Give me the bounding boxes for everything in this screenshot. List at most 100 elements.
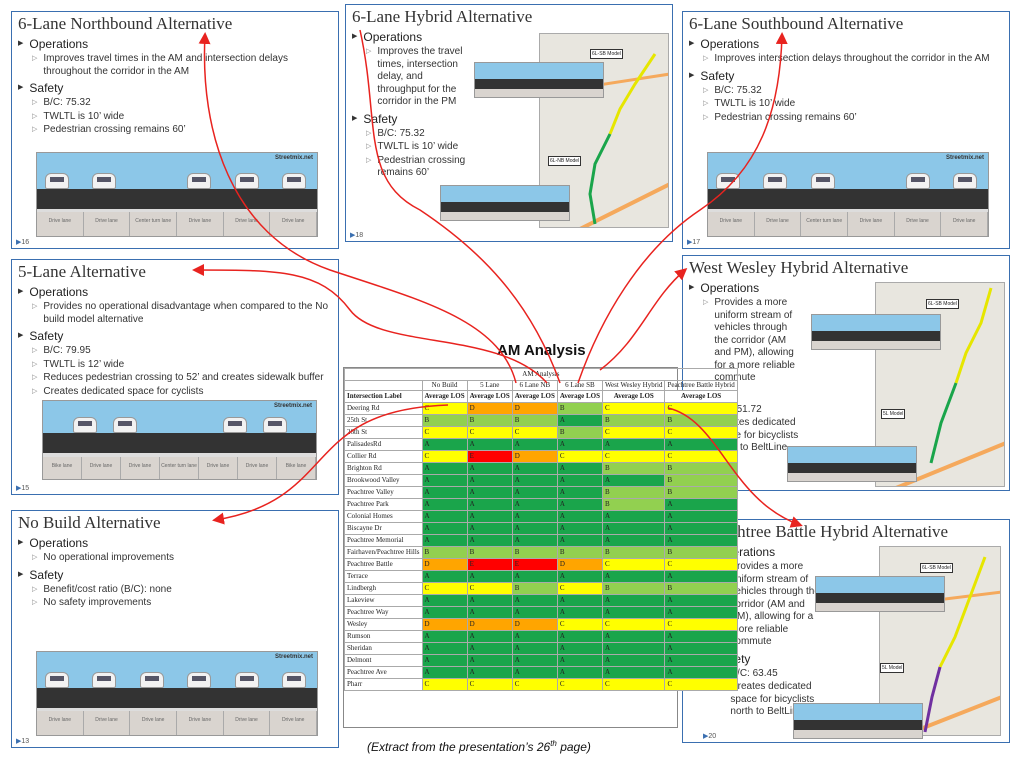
los-cell: C: [602, 558, 666, 571]
los-cell: A: [602, 522, 666, 535]
los-cell: A: [421, 438, 468, 451]
los-cell: A: [421, 510, 468, 523]
los-cell: A: [511, 666, 558, 679]
column-header: No Build: [421, 380, 468, 391]
car-icon: [235, 672, 259, 688]
los-cell: A: [511, 606, 558, 619]
lane-label: Drive lane: [895, 212, 942, 236]
los-cell: A: [602, 654, 666, 667]
los-cell: A: [664, 438, 738, 451]
lane-label: Drive lane: [238, 457, 277, 479]
safety-heading: Safety: [689, 69, 1009, 84]
los-cell: B: [664, 414, 738, 427]
los-cell: C: [421, 678, 468, 691]
street-cross-section: [793, 703, 923, 739]
slide-6lane-northbound: 6-Lane Northbound Alternative Operations…: [11, 11, 339, 249]
operations-item: Improves travel times in the AM and inte…: [32, 53, 338, 78]
los-cell: C: [556, 450, 604, 463]
operations-heading: Operations: [689, 281, 803, 296]
los-cell: A: [602, 474, 666, 487]
los-cell: A: [556, 414, 604, 427]
car-icon: [763, 173, 787, 189]
los-cell: A: [664, 522, 738, 535]
los-cell: E: [466, 450, 513, 463]
street-cross-section: [474, 62, 604, 98]
los-cell: A: [602, 534, 666, 547]
safety-item: TWLTL is 10’ wide: [366, 141, 466, 154]
los-cell: B: [664, 474, 738, 487]
column-header: 5 Lane: [466, 380, 513, 391]
los-cell: A: [511, 594, 558, 607]
intersection-name: Brookwood Valley: [344, 474, 423, 487]
slide-no-build: No Build Alternative Operations No opera…: [11, 510, 339, 748]
car-icon: [92, 173, 116, 189]
map-label: 5L Model: [881, 409, 906, 419]
los-cell: A: [602, 594, 666, 607]
lane-label: Center turn lane: [130, 212, 178, 236]
los-cell: A: [556, 594, 604, 607]
analysis-title: AM Analysis: [497, 342, 586, 359]
operations-item: Provides a more uniform stream of vehicl…: [719, 561, 824, 649]
lane-label: Drive lane: [84, 711, 131, 735]
los-cell: C: [556, 582, 604, 595]
los-cell: A: [602, 630, 666, 643]
safety-heading: Safety: [18, 329, 338, 344]
los-cell: C: [664, 618, 738, 631]
los-cell: D: [421, 618, 468, 631]
lane-label: Drive lane: [941, 212, 988, 236]
car-icon: [187, 173, 211, 189]
roadway: [812, 331, 940, 341]
car-icon: [73, 417, 97, 433]
los-cell: A: [511, 498, 558, 511]
car-icon: [92, 672, 116, 688]
los-cell: B: [602, 582, 666, 595]
intersection-name: Sheridan: [344, 642, 423, 655]
los-cell: A: [602, 642, 666, 655]
sub-header: Average LOS: [421, 390, 468, 403]
curb: [43, 453, 316, 459]
los-cell: C: [511, 426, 558, 439]
los-cell: A: [511, 474, 558, 487]
los-cell: A: [466, 462, 513, 475]
intersection-name: Peachtree Valley: [344, 486, 423, 499]
table-corner: [344, 380, 423, 391]
los-cell: A: [556, 498, 604, 511]
los-cell: A: [466, 438, 513, 451]
los-cell: A: [556, 486, 604, 499]
los-cell: B: [421, 414, 468, 427]
los-cell: A: [511, 486, 558, 499]
los-cell: A: [421, 498, 468, 511]
car-icon: [235, 173, 259, 189]
los-cell: B: [511, 582, 558, 595]
sub-header: Average LOS: [511, 390, 558, 403]
los-cell: A: [466, 594, 513, 607]
street-cross-section: [811, 314, 941, 350]
los-cell: A: [421, 630, 468, 643]
los-cell: C: [602, 450, 666, 463]
caption: (Extract from the presentation’s 26th pa…: [367, 739, 591, 754]
lane-label: Center turn lane: [160, 457, 199, 479]
slide-title: 6-Lane Southbound Alternative: [689, 14, 904, 33]
intersection-name: Peachtree Ave: [344, 666, 423, 679]
los-cell: A: [556, 462, 604, 475]
car-icon: [223, 417, 247, 433]
los-cell: A: [602, 510, 666, 523]
lane-label: Bike lane: [277, 457, 316, 479]
los-cell: C: [602, 618, 666, 631]
los-cell: A: [664, 534, 738, 547]
sub-header: Average LOS: [602, 390, 666, 403]
los-cell: B: [664, 546, 738, 559]
page-number: 13: [16, 737, 29, 745]
los-cell: B: [466, 414, 513, 427]
los-cell: A: [511, 654, 558, 667]
page-number: 20: [703, 732, 716, 740]
operations-heading: Operations: [689, 37, 1009, 52]
los-cell: A: [421, 462, 468, 475]
